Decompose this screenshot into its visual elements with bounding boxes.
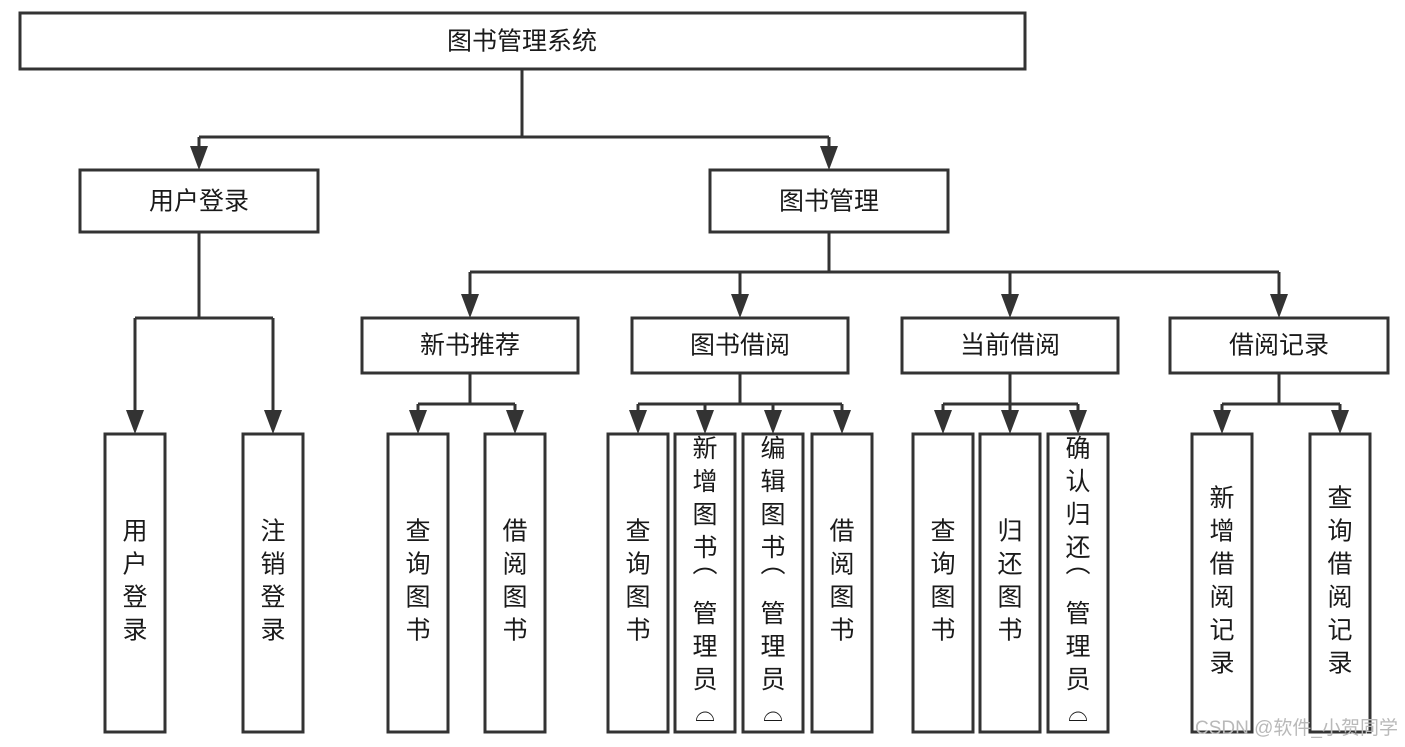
- arrow-head-leaf-query-borrow-record: [1331, 410, 1349, 434]
- node-leaf-borrow-book-label: 借阅图书: [829, 518, 854, 645]
- node-leaf-edit-book-admin[interactable]: 编辑图书⌒管理员⌓: [741, 432, 805, 734]
- node-leaf-query-book-borrow-box[interactable]: [606, 432, 670, 734]
- node-leaf-add-book-admin-box[interactable]: [673, 432, 737, 734]
- arrow-head-leaf-add-book-admin: [696, 410, 714, 434]
- arrow-head-leaf-query-book-current: [934, 410, 952, 434]
- node-new-book-recommend[interactable]: 新书推荐: [360, 316, 580, 375]
- vertical-paren-glyph: ⌒: [692, 567, 717, 595]
- node-borrow-record-box[interactable]: [1168, 316, 1390, 375]
- node-user-login-box[interactable]: [78, 168, 320, 234]
- node-root-label: 图书管理系统: [447, 28, 597, 56]
- arrow-head-current-borrow: [1001, 294, 1019, 318]
- arrow-head-leaf-user-login: [126, 410, 144, 434]
- watermark-label: CSDN @软件_小贺同学: [1195, 717, 1398, 739]
- node-leaf-confirm-return-admin-label: 确认归还⌒管理员⌓: [1065, 435, 1090, 727]
- node-leaf-query-borrow-record-box[interactable]: [1308, 432, 1372, 734]
- node-leaf-logout-box[interactable]: [241, 432, 305, 734]
- node-leaf-add-borrow-record[interactable]: 新增借阅记录: [1190, 432, 1254, 734]
- node-leaf-logout-label: 注销登录: [260, 518, 285, 645]
- node-leaf-add-borrow-record-label: 新增借阅记录: [1209, 485, 1234, 678]
- node-user-login[interactable]: 用户登录: [78, 168, 320, 234]
- node-current-borrow-box[interactable]: [900, 316, 1120, 375]
- vertical-paren-glyph: ⌓: [1068, 699, 1088, 727]
- node-leaf-query-borrow-record-label: 查询借阅记录: [1327, 485, 1352, 678]
- node-leaf-query-book-current[interactable]: 查询图书: [911, 432, 975, 734]
- node-leaf-add-book-admin[interactable]: 新增图书⌒管理员⌓: [673, 432, 737, 734]
- node-current-borrow[interactable]: 当前借阅: [900, 316, 1120, 375]
- node-leaf-query-book-current-label: 查询图书: [930, 518, 955, 645]
- arrow-head-leaf-borrow-book-recommend: [506, 410, 524, 434]
- node-book-manage[interactable]: 图书管理: [708, 168, 950, 234]
- arrow-head-leaf-add-borrow-record: [1213, 410, 1231, 434]
- node-leaf-query-book-recommend[interactable]: 查询图书: [386, 432, 450, 734]
- arrow-head-book-borrow: [731, 294, 749, 318]
- arrow-head-book-manage: [820, 146, 838, 170]
- node-root-box[interactable]: [18, 11, 1027, 71]
- node-leaf-user-login-label: 用户登录: [122, 518, 147, 645]
- node-leaf-confirm-return-admin[interactable]: 确认归还⌒管理员⌓: [1046, 432, 1110, 734]
- node-leaf-logout[interactable]: 注销登录: [241, 432, 305, 734]
- node-root[interactable]: 图书管理系统: [18, 11, 1027, 71]
- node-leaf-borrow-book[interactable]: 借阅图书: [810, 432, 874, 734]
- arrow-head-leaf-edit-book-admin: [764, 410, 782, 434]
- arrow-head-leaf-query-book-borrow: [629, 410, 647, 434]
- arrow-head-borrow-record: [1270, 294, 1288, 318]
- node-book-borrow-label: 图书借阅: [690, 332, 790, 360]
- node-leaf-user-login[interactable]: 用户登录: [103, 432, 167, 734]
- arrow-head-leaf-borrow-book: [833, 410, 851, 434]
- node-current-borrow-label: 当前借阅: [960, 332, 1060, 360]
- node-leaf-query-book-borrow-label: 查询图书: [625, 518, 650, 645]
- node-user-login-label: 用户登录: [149, 188, 249, 216]
- vertical-paren-glyph: ⌓: [763, 699, 783, 727]
- vertical-paren-glyph: ⌒: [760, 567, 785, 595]
- node-new-book-recommend-label: 新书推荐: [420, 332, 520, 360]
- node-new-book-recommend-box[interactable]: [360, 316, 580, 375]
- node-borrow-record[interactable]: 借阅记录: [1168, 316, 1390, 375]
- arrow-head-leaf-logout: [264, 410, 282, 434]
- node-leaf-add-book-admin-label: 新增图书⌒管理员⌓: [692, 435, 717, 727]
- node-leaf-return-book-label: 归还图书: [997, 518, 1022, 645]
- node-leaf-query-book-current-box[interactable]: [911, 432, 975, 734]
- leaf-layer: 用户登录 注销登录 查询图书 借阅图书 查询图书 新增图书⌒管理员⌓ 编辑图书⌒管理员⌓ 借阅…: [103, 432, 1372, 734]
- node-leaf-edit-book-admin-box[interactable]: [741, 432, 805, 734]
- node-book-borrow[interactable]: 图书借阅: [630, 316, 850, 375]
- node-leaf-query-book-recommend-label: 查询图书: [405, 518, 430, 645]
- node-leaf-return-book-box[interactable]: [978, 432, 1042, 734]
- node-leaf-confirm-return-admin-box[interactable]: [1046, 432, 1110, 734]
- vertical-paren-glyph: ⌒: [1065, 567, 1090, 595]
- node-leaf-user-login-box[interactable]: [103, 432, 167, 734]
- connector-layer: [126, 69, 1349, 434]
- node-borrow-record-label: 借阅记录: [1229, 332, 1329, 360]
- node-leaf-borrow-book-recommend-box[interactable]: [483, 432, 547, 734]
- node-leaf-edit-book-admin-label: 编辑图书⌒管理员⌓: [760, 435, 785, 727]
- node-leaf-query-borrow-record[interactable]: 查询借阅记录: [1308, 432, 1372, 734]
- node-leaf-query-book-recommend-box[interactable]: [386, 432, 450, 734]
- vertical-paren-glyph: ⌓: [695, 699, 715, 727]
- arrow-head-leaf-return-book: [1001, 410, 1019, 434]
- node-leaf-add-borrow-record-box[interactable]: [1190, 432, 1254, 734]
- node-book-borrow-box[interactable]: [630, 316, 850, 375]
- node-leaf-borrow-book-recommend-label: 借阅图书: [502, 518, 527, 645]
- node-book-manage-box[interactable]: [708, 168, 950, 234]
- arrow-head-leaf-query-book-recommend: [409, 410, 427, 434]
- node-leaf-borrow-book-box[interactable]: [810, 432, 874, 734]
- arrow-head-leaf-confirm-return-admin: [1069, 410, 1087, 434]
- node-book-manage-label: 图书管理: [779, 188, 879, 216]
- arrow-head-user-login: [190, 146, 208, 170]
- node-leaf-query-book-borrow[interactable]: 查询图书: [606, 432, 670, 734]
- arrow-head-new-book-recommend: [461, 294, 479, 318]
- node-leaf-return-book[interactable]: 归还图书: [978, 432, 1042, 734]
- node-leaf-borrow-book-recommend[interactable]: 借阅图书: [483, 432, 547, 734]
